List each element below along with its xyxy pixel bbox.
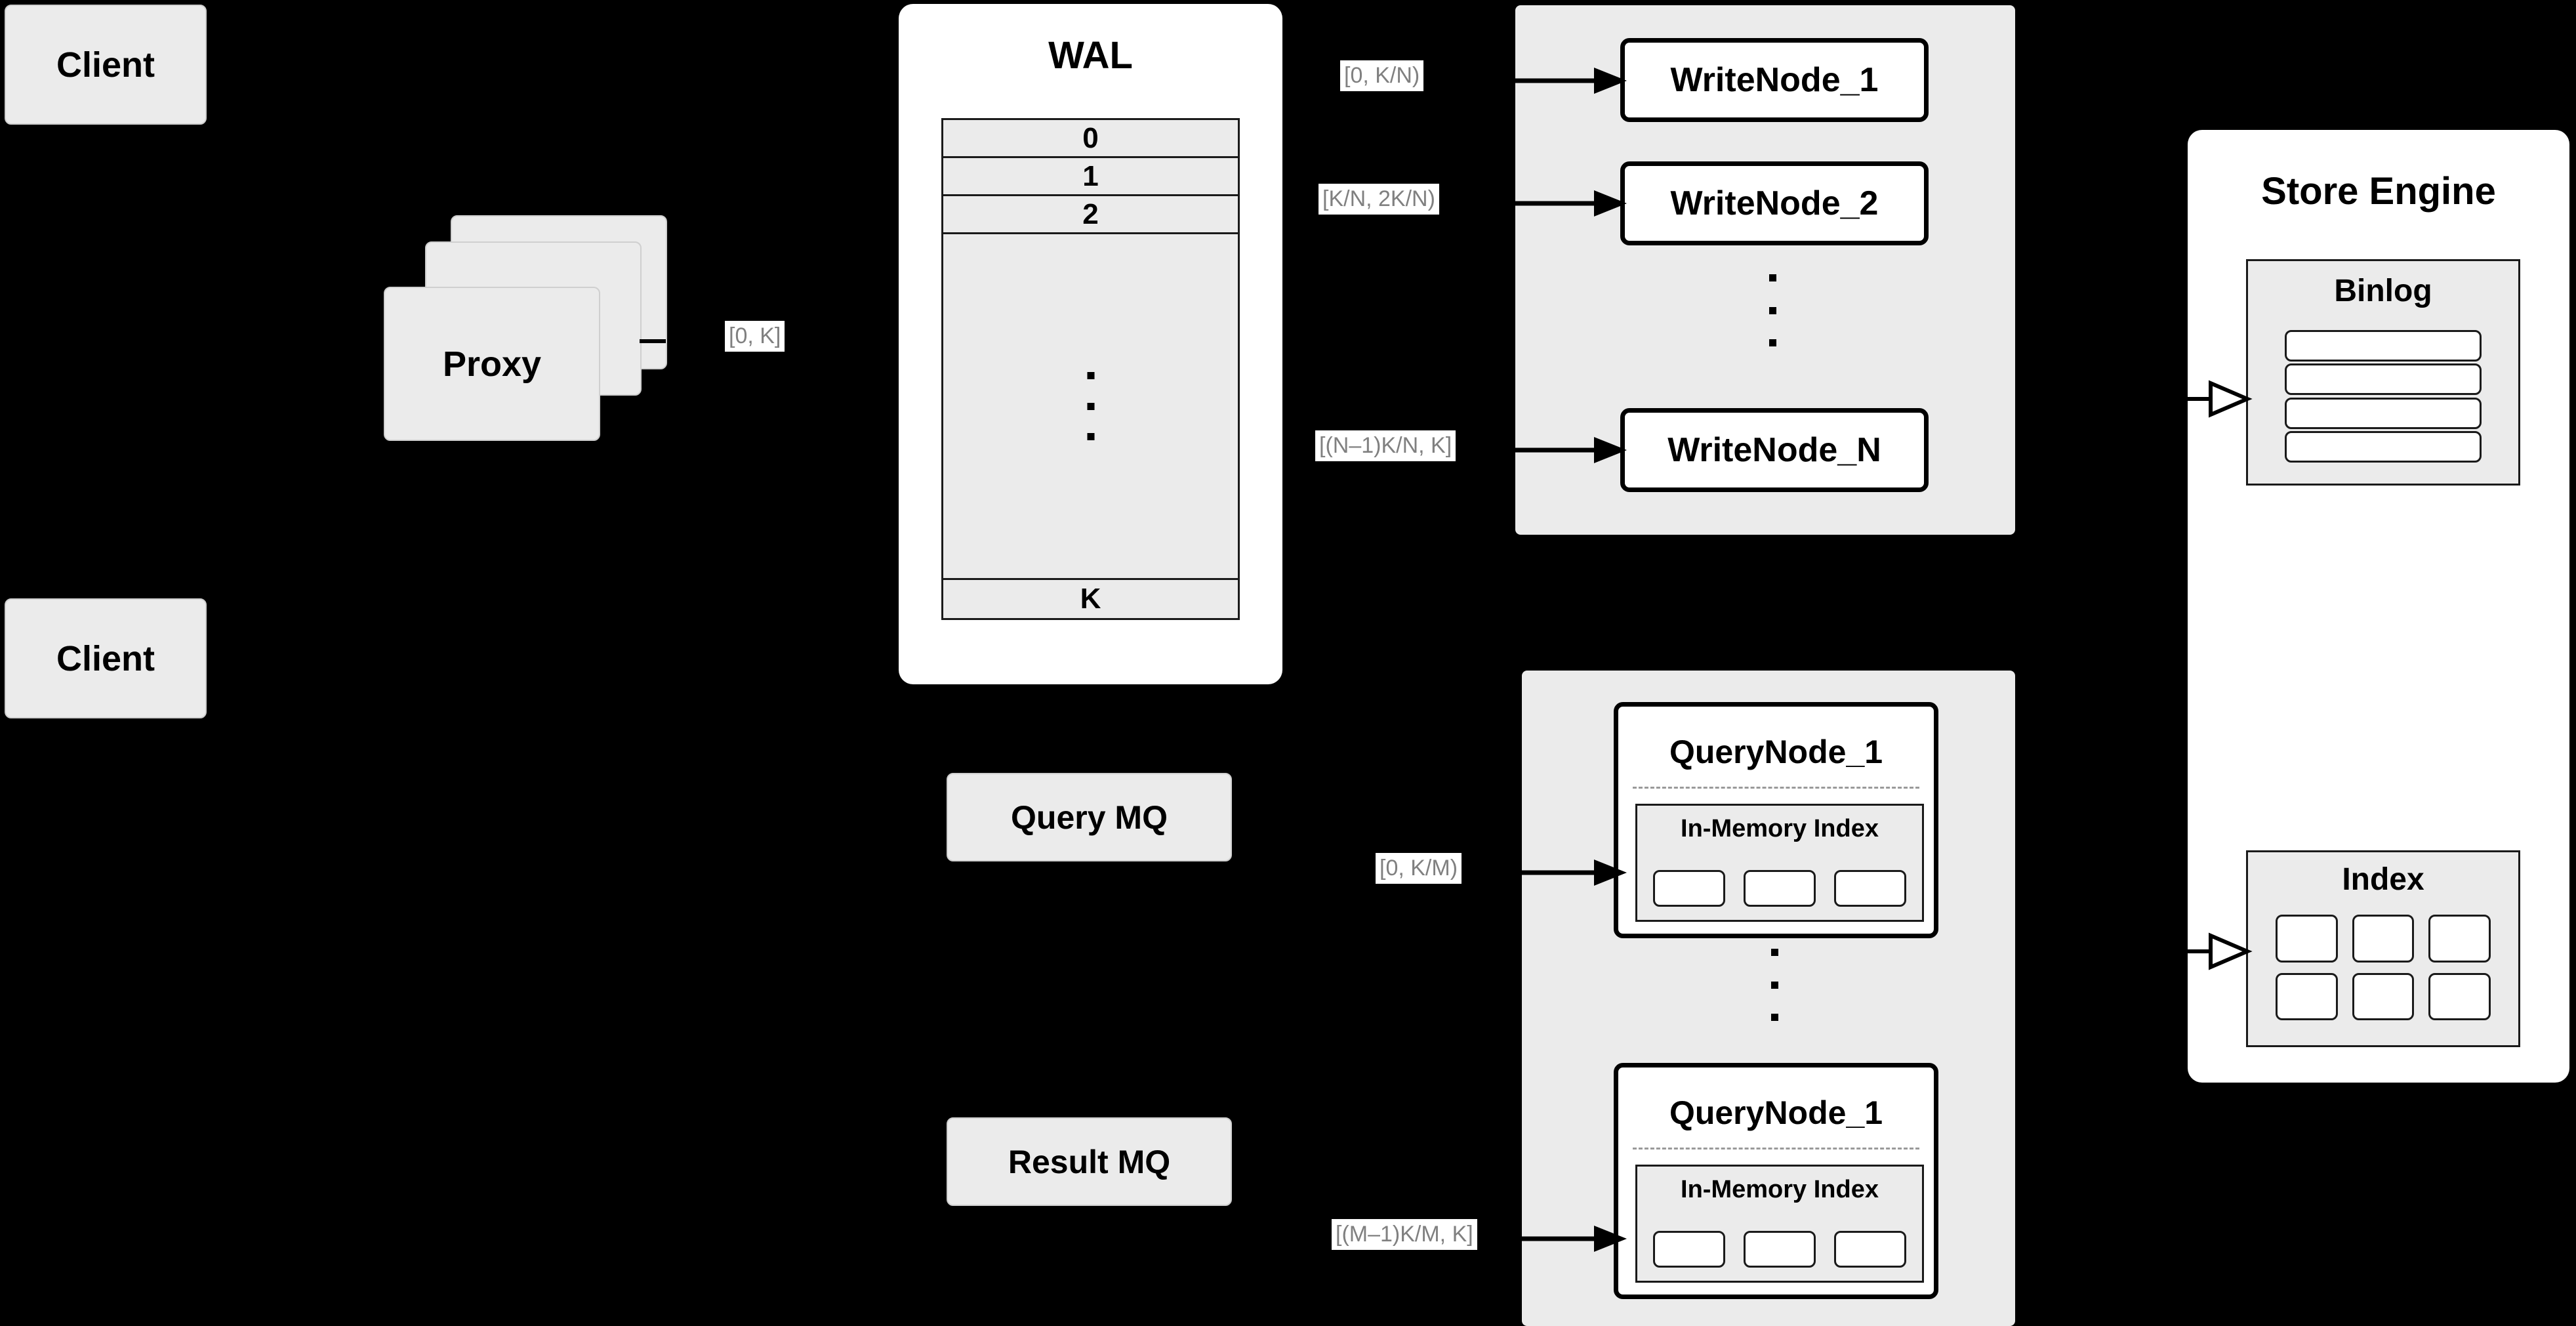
index-cell	[2428, 915, 2491, 963]
query-node-m[interactable]: QueryNode_1 In-Memory Index	[1614, 1063, 1938, 1299]
proxy-to-wal-connector	[640, 339, 666, 343]
client-label-1: Client	[56, 45, 155, 85]
wal-title: WAL	[1048, 34, 1133, 77]
write-group-ellipsis	[1769, 274, 1776, 346]
binlog-row	[2285, 397, 2482, 429]
binlog-row	[2285, 363, 2482, 396]
index-cell	[2276, 915, 2338, 963]
query-mq-box[interactable]: Query MQ	[947, 773, 1232, 861]
arrow-to-write-node-2	[1502, 190, 1627, 217]
index-cell	[2352, 915, 2415, 963]
proxy-label: Proxy	[442, 344, 542, 384]
index-cell	[2352, 972, 2415, 1020]
query-mq-label: Query MQ	[1011, 798, 1168, 836]
inmemory-index-cell	[1653, 870, 1725, 907]
query-node-1-inmemory-index: In-Memory Index	[1635, 804, 1924, 922]
edge-label-write-1: [0, K/N)	[1340, 60, 1424, 92]
wal-row-2: 2	[943, 196, 1238, 234]
query-node-1-label: QueryNode_1	[1669, 734, 1883, 770]
index-title: Index	[2342, 862, 2424, 897]
binlog-row	[2285, 330, 2482, 362]
proxy-box[interactable]: Proxy	[384, 287, 600, 441]
binlog-panel: Binlog	[2246, 259, 2520, 486]
result-mq-box[interactable]: Result MQ	[947, 1117, 1232, 1206]
write-node-1-label: WriteNode_1	[1670, 61, 1879, 99]
query-node-m-inmemory-index-label: In-Memory Index	[1681, 1176, 1879, 1203]
edge-label-write-n: [(N–1)K/N, K]	[1315, 430, 1456, 462]
inmemory-index-cell	[1744, 1231, 1816, 1268]
wal-row-k: K	[943, 580, 1238, 618]
edge-label-write-2: [K/N, 2K/N)	[1319, 184, 1439, 215]
result-mq-label: Result MQ	[1008, 1143, 1171, 1180]
arrow-to-query-node-m	[1509, 1226, 1627, 1252]
write-node-1[interactable]: WriteNode_1	[1620, 38, 1929, 122]
query-group-ellipsis	[1771, 949, 1778, 1021]
arrow-to-write-node-n	[1502, 437, 1627, 463]
query-node-m-index-cells	[1653, 1231, 1906, 1268]
query-node-1-inmemory-index-label: In-Memory Index	[1681, 815, 1879, 842]
arrow-to-binlog	[2177, 380, 2253, 418]
index-cell-grid	[2276, 915, 2491, 1020]
edge-label-proxy-to-wal: [0, K]	[725, 321, 785, 352]
wal-row-1: 1	[943, 158, 1238, 196]
write-node-2-label: WriteNode_2	[1670, 184, 1879, 222]
query-node-1[interactable]: QueryNode_1 In-Memory Index	[1614, 702, 1938, 938]
index-cell	[2276, 972, 2338, 1020]
store-engine-title: Store Engine	[2261, 170, 2496, 213]
binlog-row	[2285, 430, 2482, 463]
binlog-title: Binlog	[2334, 274, 2432, 308]
inmemory-index-cell	[1834, 870, 1906, 907]
edge-label-query-1: [0, K/M)	[1376, 853, 1462, 884]
inmemory-index-cell	[1653, 1231, 1725, 1268]
client-box-2[interactable]: Client	[5, 598, 207, 718]
binlog-rows	[2285, 330, 2482, 463]
query-node-m-inmemory-index: In-Memory Index	[1635, 1165, 1924, 1283]
inmemory-index-cell	[1744, 870, 1816, 907]
write-node-n-label: WriteNode_N	[1667, 431, 1881, 469]
inmemory-index-cell	[1834, 1231, 1906, 1268]
edge-label-query-m: [(M–1)K/M, K]	[1332, 1219, 1477, 1251]
arrow-to-query-node-1	[1509, 860, 1627, 886]
wal-table: 0 1 2 K	[941, 118, 1240, 620]
client-box-1[interactable]: Client	[5, 5, 207, 125]
write-node-2[interactable]: WriteNode_2	[1620, 161, 1929, 245]
query-node-m-separator	[1633, 1148, 1919, 1150]
query-node-1-index-cells	[1653, 870, 1906, 907]
write-node-n[interactable]: WriteNode_N	[1620, 408, 1929, 492]
wal-row-ellipsis	[943, 234, 1238, 580]
index-cell	[2428, 972, 2491, 1020]
wal-row-0: 0	[943, 120, 1238, 158]
query-node-1-separator	[1633, 787, 1919, 789]
query-node-m-label: QueryNode_1	[1669, 1094, 1883, 1131]
client-label-2: Client	[56, 638, 155, 678]
index-panel: Index	[2246, 850, 2520, 1047]
arrow-to-index	[2177, 932, 2253, 970]
arrow-to-write-node-1	[1502, 68, 1627, 94]
wal-ellipsis-dots	[1087, 372, 1094, 440]
